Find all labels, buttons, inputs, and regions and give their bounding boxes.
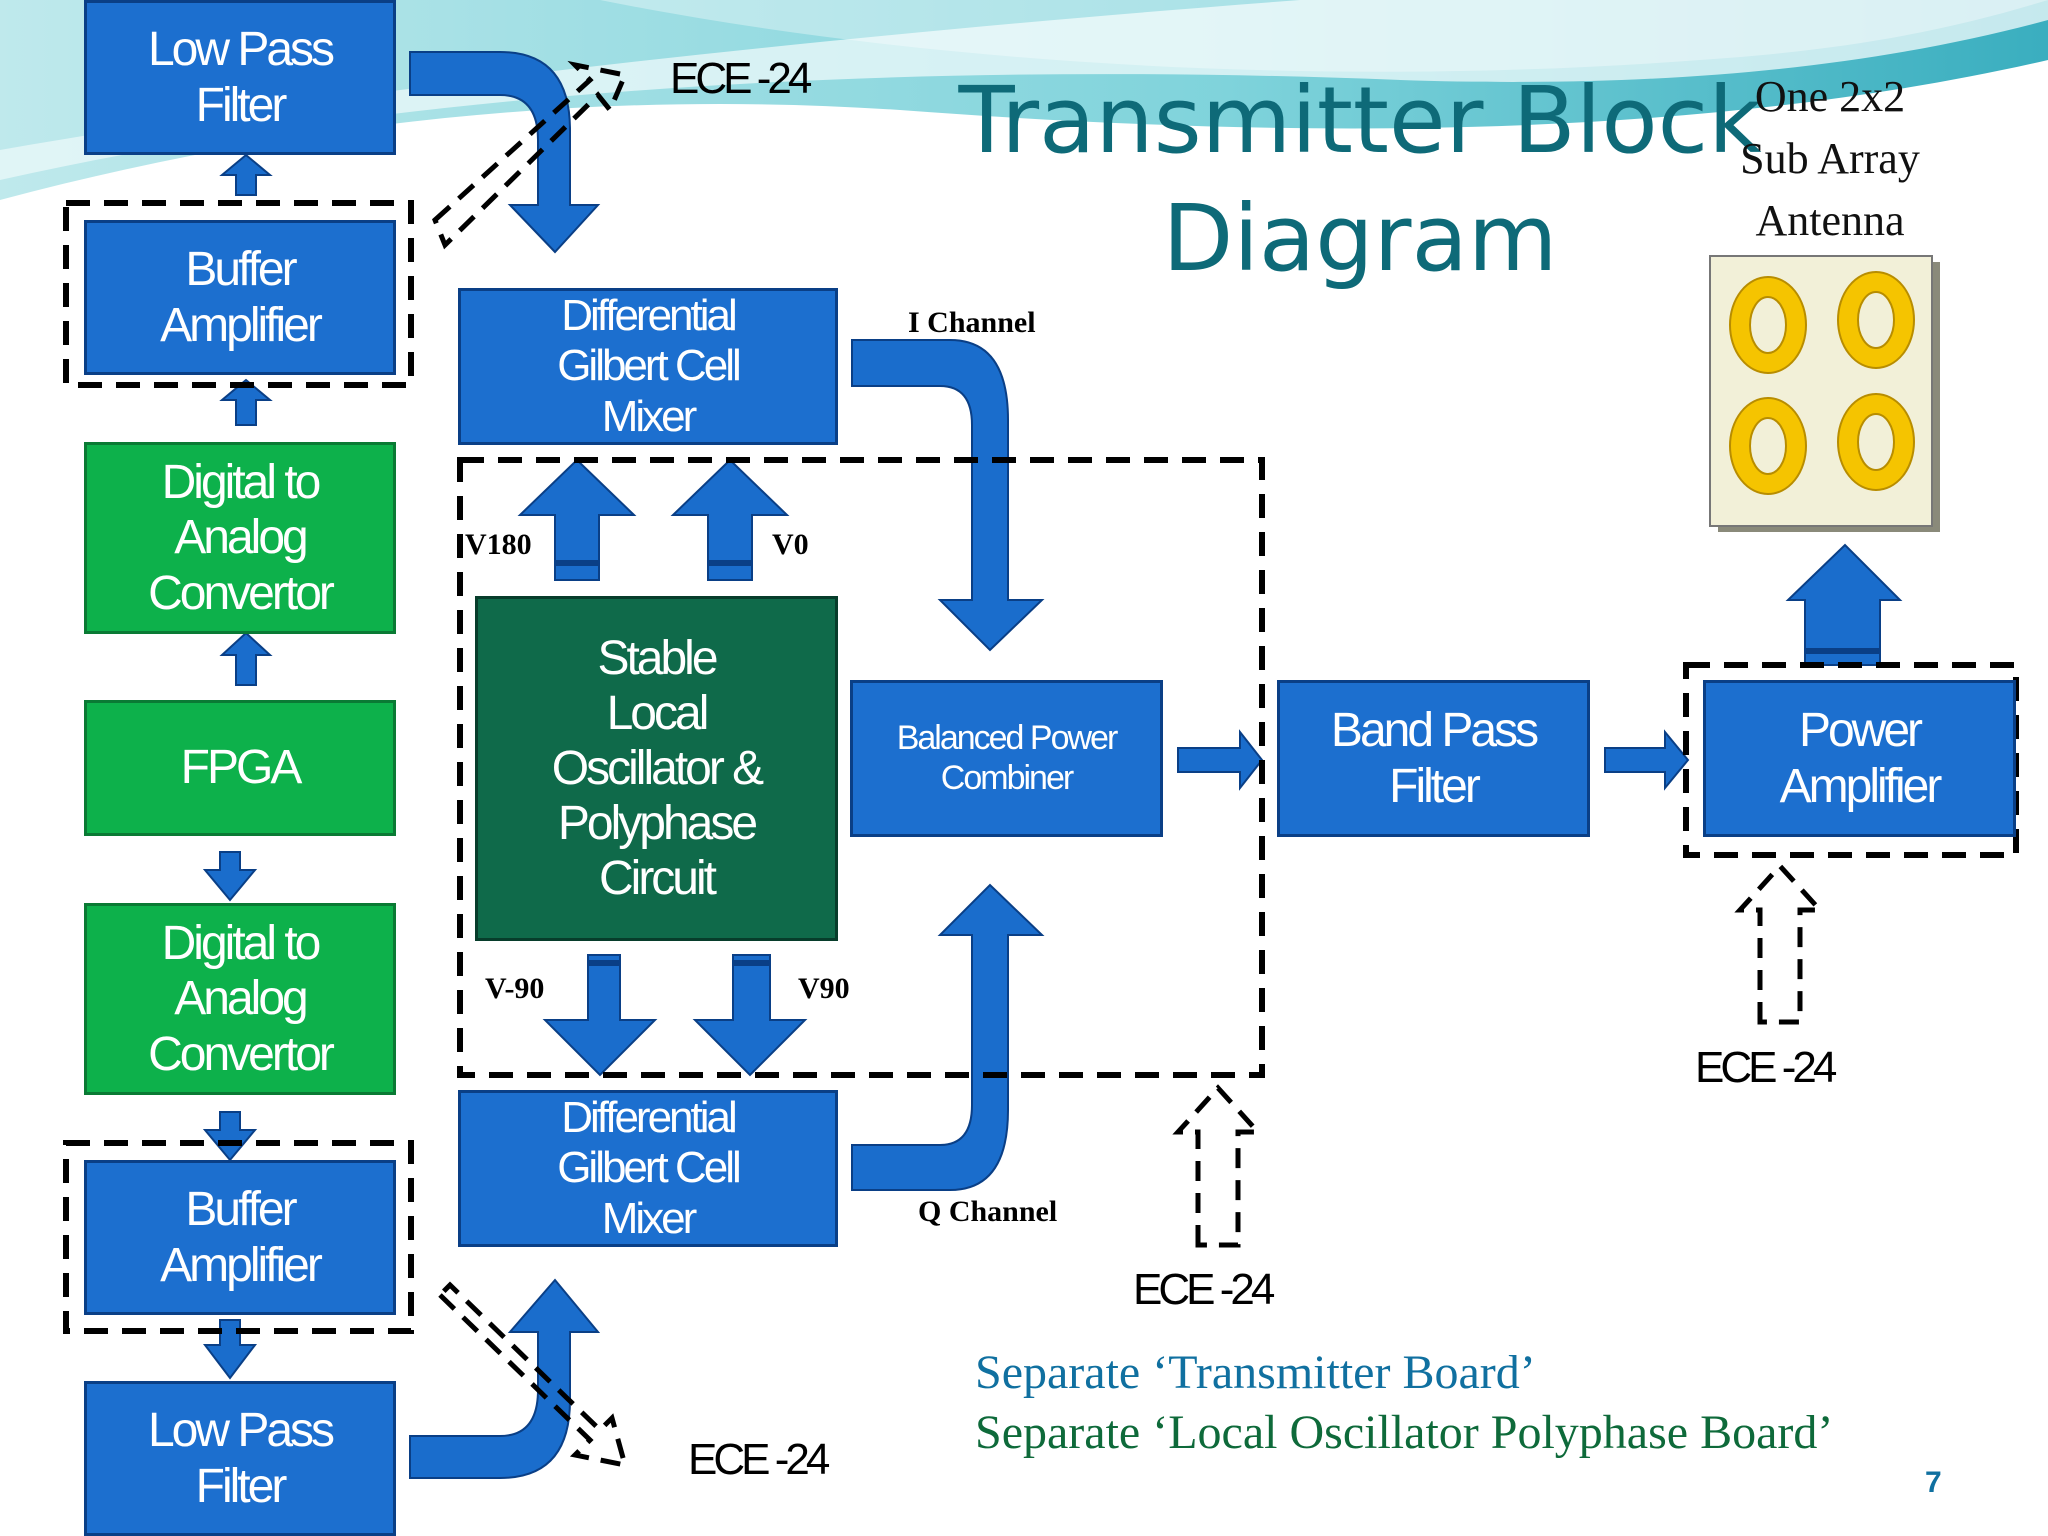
block-label: Buffer: [185, 243, 297, 297]
ece-label: ECE -24: [1133, 1265, 1275, 1314]
block-label: Low Pass: [147, 1404, 335, 1458]
block-label: Low Pass: [147, 23, 335, 77]
antenna-label-line-1: One 2x2: [1754, 72, 1906, 121]
block-label: Circuit: [598, 852, 717, 906]
arrow-up-icon: [219, 378, 273, 426]
ece-label: ECE -24: [1695, 1043, 1837, 1092]
block-label: Analog: [174, 511, 308, 565]
block-label: Buffer: [185, 1183, 297, 1237]
block-label: Power: [1798, 704, 1923, 758]
block-label: Oscillator &: [551, 741, 764, 795]
block-label: Differential: [561, 290, 738, 340]
fpga-block: FPGA: [84, 700, 396, 836]
block-label: Filter: [195, 1459, 288, 1513]
arrow-right-icon: [1604, 729, 1690, 791]
block-label: Gilbert Cell: [557, 341, 742, 391]
dashed-board-outline: [1683, 662, 2019, 858]
block-label: Analog: [174, 972, 308, 1026]
arrow-right-icon: [1177, 729, 1264, 791]
arrow-down-icon: [202, 851, 258, 902]
dashed-arrow-icon: [1172, 1084, 1264, 1248]
block-label: Amplifier: [160, 298, 323, 352]
dashed-arrow-icon: [436, 1281, 629, 1469]
page-number: 7: [1925, 1466, 1942, 1499]
block-label: Mixer: [601, 391, 698, 441]
v0-arrow-icon: [670, 458, 790, 581]
arrow-up-icon: [219, 153, 273, 196]
block-label: Balanced Power: [896, 719, 1119, 758]
page-title: Transmitter Block Diagram: [860, 62, 1860, 298]
v90-arrow-icon: [692, 954, 808, 1077]
title-line-1: Transmitter Block: [958, 67, 1762, 174]
block-label: Mixer: [601, 1193, 698, 1243]
block-label: Filter: [1389, 759, 1481, 813]
signal-label-v0: V0: [772, 528, 809, 561]
block-label: FPGA: [180, 741, 303, 795]
q-channel-arrow-icon: [851, 883, 1045, 1191]
footer-lo-board: Separate ‘Local Oscillator Polyphase Boa…: [975, 1406, 1834, 1459]
ece-label: ECE -24: [688, 1435, 830, 1484]
v180-arrow-icon: [517, 458, 637, 581]
arrow-up-icon: [219, 631, 273, 686]
antenna-label: One 2x2 Sub Array Antenna: [1690, 66, 1970, 252]
arrow-up-icon: [1785, 543, 1903, 666]
block-label: Filter: [195, 78, 288, 132]
antenna-array-icon: [1709, 255, 1940, 532]
i-channel-arrow-icon: [851, 339, 1045, 652]
block-label: Amplifier: [1779, 759, 1943, 813]
block-label: Polyphase: [557, 797, 758, 851]
block-label: Stable: [597, 631, 718, 685]
dashed-arrow-icon: [432, 60, 629, 250]
i-channel-label: I Channel: [908, 306, 1036, 339]
dashed-board-outline: [63, 1140, 414, 1334]
q-channel-label: Q Channel: [918, 1195, 1058, 1228]
signal-label-v90: V90: [798, 972, 850, 1005]
block-label: Differential: [561, 1092, 738, 1142]
footer-transmitter-board: Separate ‘Transmitter Board’: [975, 1346, 1536, 1399]
block-label: Local: [606, 686, 710, 740]
signal-label-v180: V180: [465, 528, 532, 561]
block-label: Digital to: [161, 456, 322, 510]
curved-arrow-icon: [409, 51, 601, 254]
block-label: Band Pass: [1330, 704, 1539, 758]
block-label: Convertor: [148, 566, 335, 620]
arrow-down-icon: [202, 1111, 258, 1162]
block-label: Gilbert Cell: [557, 1143, 742, 1193]
dashed-board-outline: [63, 200, 414, 388]
block-label: Combiner: [940, 758, 1074, 797]
block-label: Amplifier: [160, 1238, 323, 1292]
ece-label: ECE -24: [670, 54, 812, 103]
dashed-board-outline: [457, 457, 1265, 1078]
dashed-arrow-icon: [1734, 862, 1826, 1025]
arrow-down-icon: [202, 1319, 258, 1380]
signal-label-v-90: V-90: [485, 972, 545, 1005]
antenna-label-line-2: Sub Array: [1740, 134, 1920, 183]
block-label: Digital to: [161, 917, 322, 971]
title-line-2: Diagram: [1162, 185, 1558, 292]
curved-arrow-icon: [409, 1278, 601, 1479]
v-90-arrow-icon: [542, 954, 658, 1077]
antenna-label-line-3: Antenna: [1755, 196, 1905, 245]
block-label: Convertor: [148, 1027, 335, 1081]
